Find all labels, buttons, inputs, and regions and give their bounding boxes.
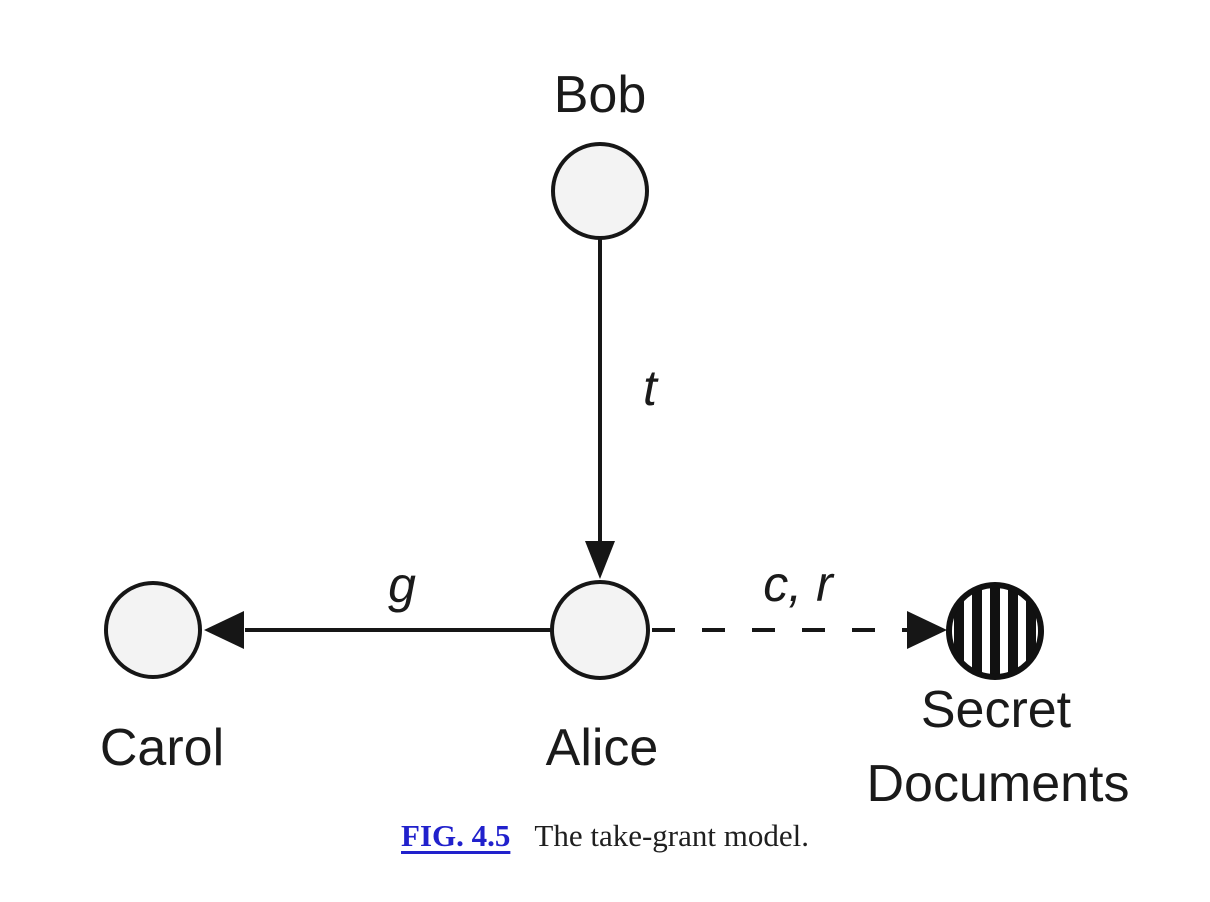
node-bob-label: Bob (554, 66, 647, 124)
node-secret-documents-circle (946, 582, 1044, 680)
figure-number-link[interactable]: FIG. 4.5 (401, 818, 511, 853)
node-bob-circle (551, 142, 649, 240)
arrowhead-left-icon (204, 611, 244, 649)
figure-caption: FIG. 4.5 The take-grant model. (0, 818, 1210, 854)
node-secret-label-line2: Documents (867, 755, 1130, 813)
arrowhead-right-icon (907, 611, 947, 649)
node-secret-label-line1: Secret (921, 681, 1072, 739)
edge-label-t: t (643, 360, 659, 416)
node-carol-circle (104, 581, 202, 679)
edge-label-c-r: c, r (763, 556, 835, 612)
node-alice-circle (550, 580, 650, 680)
edge-label-g: g (388, 557, 416, 613)
node-carol-label: Carol (100, 719, 224, 777)
arrowhead-down-icon (585, 541, 615, 579)
node-alice-label: Alice (546, 719, 659, 777)
figure-caption-text: The take-grant model. (534, 818, 809, 853)
